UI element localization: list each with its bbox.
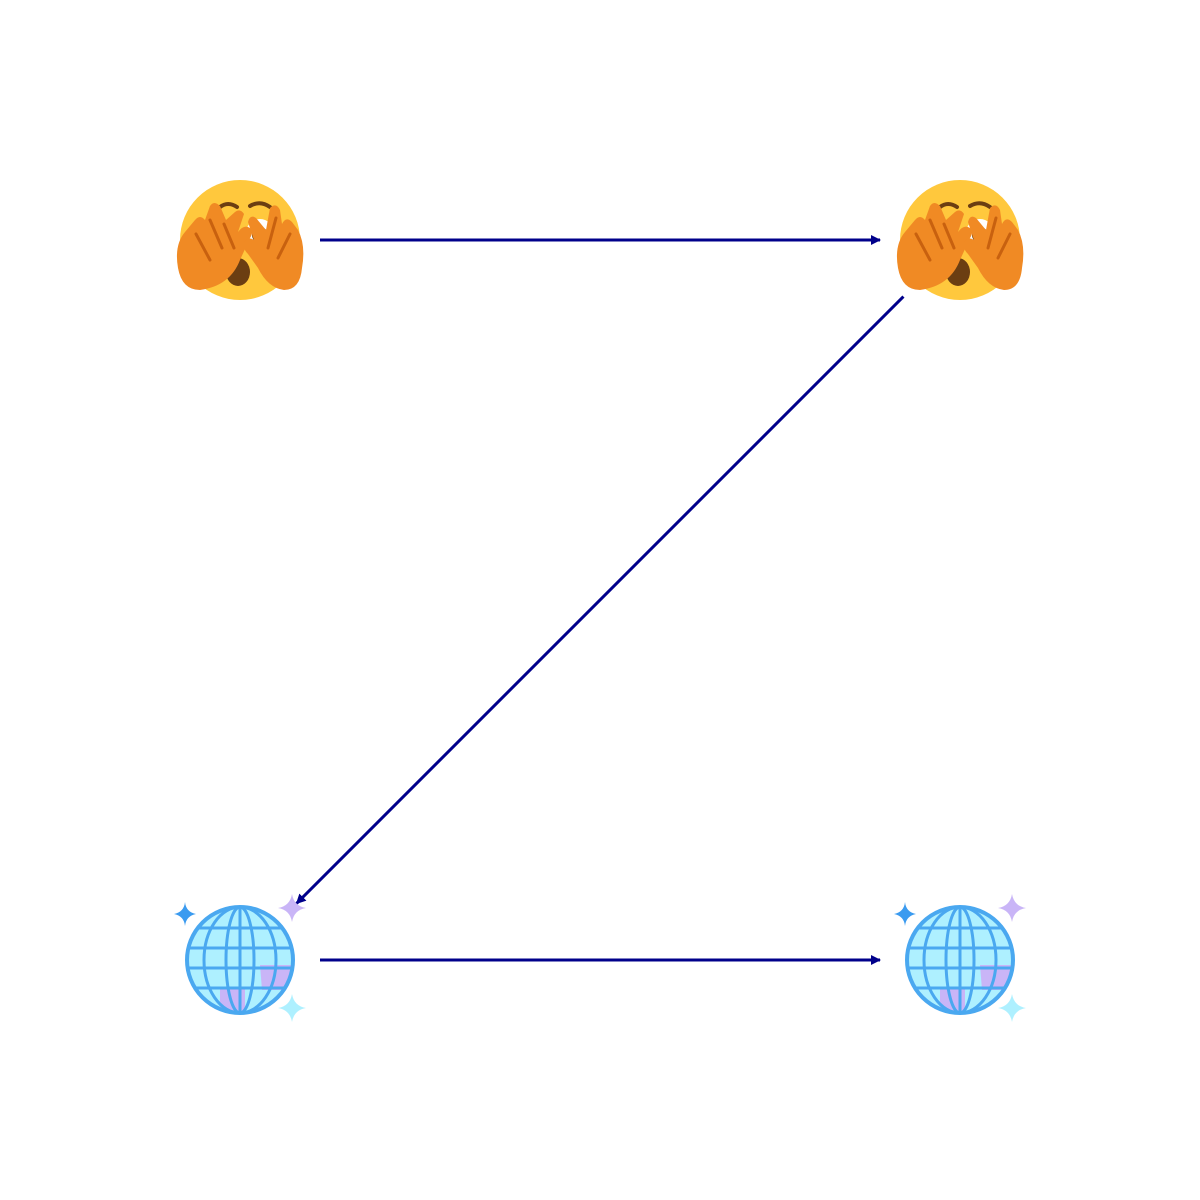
face-with-open-eyes-and-hand-over-mouth-icon (174, 178, 306, 302)
face-with-open-eyes-and-hand-over-mouth-icon (894, 178, 1026, 302)
edge-arrow-n2-n3 (295, 295, 905, 905)
mirror-ball-icon (174, 894, 306, 1022)
edges-layer (295, 235, 905, 965)
mirror-ball-icon (894, 894, 1026, 1022)
